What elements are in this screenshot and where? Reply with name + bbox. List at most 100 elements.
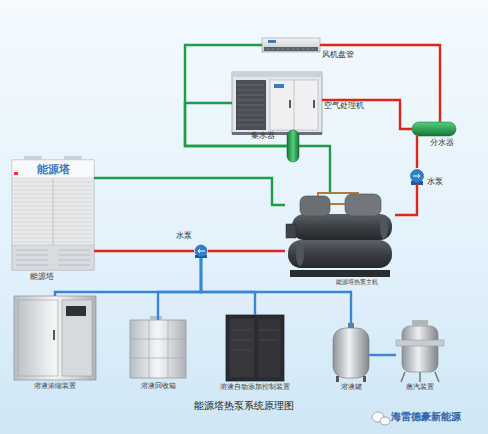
control-cabinet-illustration <box>230 319 254 377</box>
device-label: 溶液回收箱 <box>141 383 176 390</box>
fan-coil: 风机盘管 <box>262 38 320 52</box>
solution-concentrator: 溶液浓缩装置 <box>14 296 96 380</box>
heat-pump-illustration <box>296 242 304 266</box>
air-handler-illustration <box>232 72 322 134</box>
pipe-connector <box>94 178 285 205</box>
air-handler-illustration <box>232 132 322 135</box>
water-collector: 集水器 <box>287 130 299 162</box>
concentrator-illustration <box>18 300 58 376</box>
device-label: 能源塔 <box>30 273 54 281</box>
air-handler-illustration <box>313 100 315 108</box>
steam-unit-illustration <box>412 320 428 326</box>
air-handler-illustration <box>232 72 322 135</box>
pipe-connector <box>185 103 287 146</box>
heat-pump-illustration <box>286 224 296 238</box>
concentrator-illustration <box>53 330 55 340</box>
control-cabinet-illustration <box>232 330 278 350</box>
device-label: 风机盘管 <box>322 51 354 59</box>
pipe-connector <box>201 258 351 328</box>
air-handler-illustration <box>274 84 284 88</box>
solution-dosing-controller: 溶液自动添加控制装置 <box>226 315 284 381</box>
water-pump: 水泵 <box>194 245 208 258</box>
solution-recovery-tank: 溶液回收箱 <box>130 320 186 378</box>
device-label: 水泵 <box>427 178 443 186</box>
energy-tower-illustration <box>14 182 92 242</box>
device-label: 溶液浓缩装置 <box>34 383 76 390</box>
device-label: 分水器 <box>430 139 454 147</box>
energy-tower-illustration <box>14 172 18 175</box>
recovery-tank-illustration <box>130 320 186 378</box>
pipe-connector <box>395 184 417 215</box>
diagram-title: 能源塔热泵系统原理图 <box>194 401 294 411</box>
fan-coil-illustration <box>262 38 320 52</box>
collector-illustration <box>287 130 299 162</box>
steam-unit: 蒸汽装置 <box>396 320 444 382</box>
pipe-connector <box>369 354 396 356</box>
heat-pump-illustration <box>300 196 330 216</box>
fan-coil-illustration <box>264 47 318 51</box>
heat-pump-illustration <box>290 270 390 277</box>
concentrator-illustration <box>14 296 96 380</box>
heat-pump-illustration <box>292 214 392 240</box>
water-distributor: 分水器 <box>412 122 456 136</box>
heat-pump-illustration <box>318 193 358 204</box>
air-handler-illustration <box>232 72 322 77</box>
recovery-tank-illustration <box>130 320 186 378</box>
water-pump: 水泵 <box>410 168 424 184</box>
pipe-connector <box>201 258 255 315</box>
pump-illustration <box>195 245 207 257</box>
heat-pump-illustration <box>288 240 392 268</box>
distributor-illustration <box>412 122 456 136</box>
recovery-tank-illustration <box>130 316 186 378</box>
pump-illustration <box>411 170 424 183</box>
pipe-connector <box>208 250 285 252</box>
pipe-connector <box>158 258 201 320</box>
air-handler-illustration <box>270 80 318 130</box>
air-handler: 空气处理机 <box>232 72 322 134</box>
pump-illustration <box>198 249 205 253</box>
heat-pump-unit: 能源塔热泵主机 <box>285 192 395 278</box>
fan-coil-illustration <box>262 38 320 52</box>
sign-text: 能源塔 <box>37 164 70 175</box>
heat-pump-illustration <box>345 194 381 216</box>
watermark: 海雷德豪新能源 <box>391 412 461 422</box>
pipe-connector <box>320 45 440 122</box>
control-cabinet-illustration <box>258 319 280 377</box>
energy-tower-illustration <box>12 160 94 178</box>
heat-pump-illustration <box>286 193 392 277</box>
pipe-connector <box>185 45 287 146</box>
steam-unit-illustration <box>396 320 444 382</box>
solution-tank-illustration <box>333 328 369 378</box>
pump-illustration <box>413 174 420 178</box>
pipe-connector <box>416 136 418 168</box>
heat-pump-illustration <box>380 215 388 239</box>
concentrator-illustration <box>66 306 86 316</box>
energy-tower: 能源塔能源塔 <box>12 160 94 270</box>
steam-unit-illustration <box>401 372 439 382</box>
energy-tower-illustration <box>16 250 90 265</box>
control-cabinet-illustration <box>226 315 284 381</box>
energy-tower-illustration <box>64 156 82 160</box>
device-label: 溶液罐 <box>341 384 362 391</box>
pipe-connector <box>55 258 201 296</box>
solution-tank-illustration <box>336 376 339 382</box>
fan-coil-illustration <box>268 48 313 50</box>
device-label: 集水器 <box>251 132 275 140</box>
pipe-connector <box>322 100 412 129</box>
device-label: 蒸汽装置 <box>406 384 434 391</box>
solution-tank: 溶液罐 <box>333 328 369 382</box>
pipe-connector <box>94 250 194 252</box>
recovery-tank-illustration <box>150 316 162 320</box>
device-label: 水泵 <box>176 232 192 240</box>
air-handler-illustration <box>238 85 264 125</box>
device-label: 溶液自动添加控制装置 <box>220 384 290 391</box>
wechat-icon <box>380 417 390 425</box>
solution-tank-illustration <box>333 323 369 382</box>
energy-tower-illustration <box>12 160 94 270</box>
pipe-connector <box>299 146 330 192</box>
energy-tower-illustration <box>12 156 94 270</box>
